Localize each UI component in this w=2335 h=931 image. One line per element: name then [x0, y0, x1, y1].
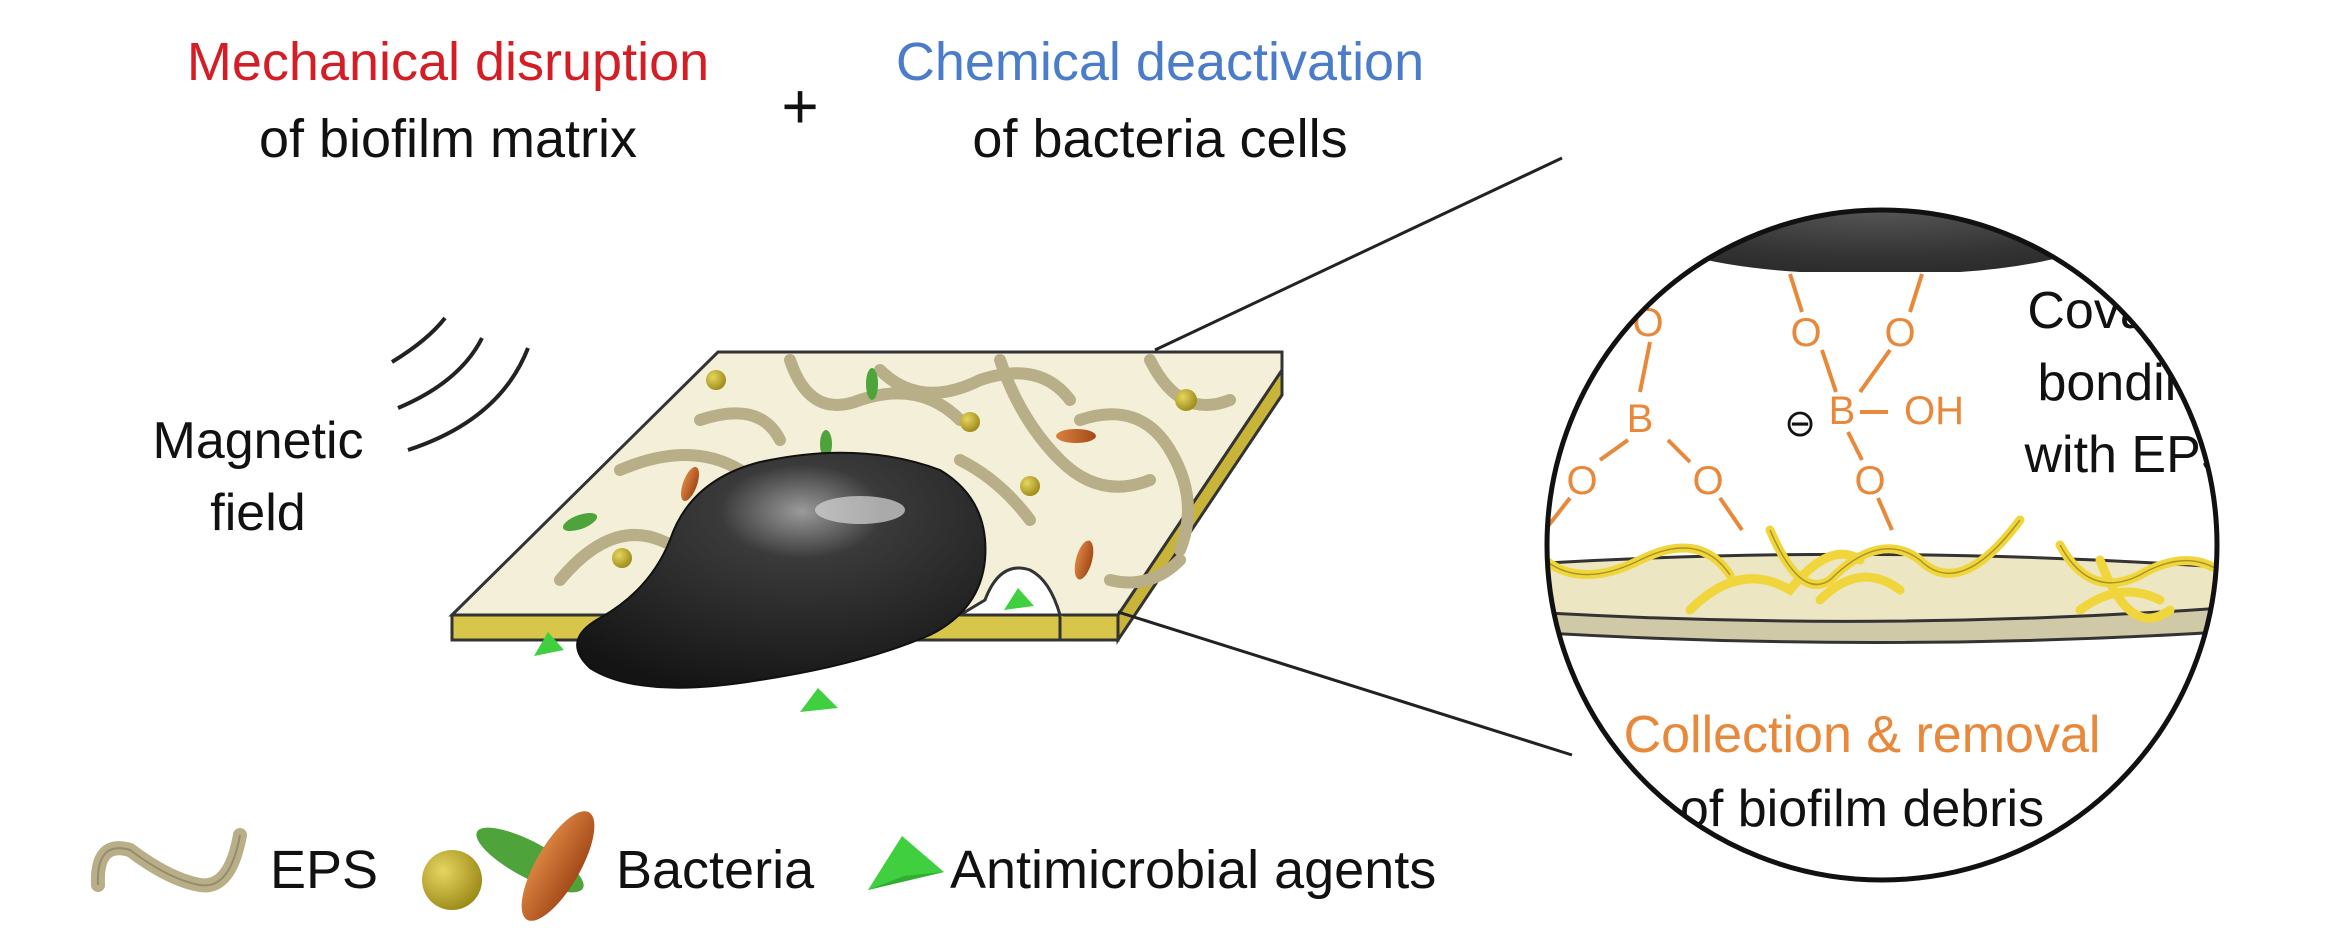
bacteria-cells-subtitle: of bacteria cells [972, 109, 1347, 169]
zoom-line-bottom [1117, 610, 1573, 757]
magnetic-field: Magnetic field [153, 316, 530, 542]
oxygen-atom: O [1566, 459, 1597, 503]
plus-sign: + [781, 70, 818, 142]
bonding-label: bonding [2037, 354, 2222, 412]
field-wave-icon [407, 347, 530, 452]
robot-label: Antibiofilm robot [1672, 107, 2045, 165]
orange-bacterium [1074, 540, 1094, 580]
inset-circle: O B O O O O B OH O ⊖ Antibiofilm robot C… [1544, 107, 2236, 883]
chemical-deactivation-title: Chemical deactivation [896, 32, 1424, 92]
eps-fibers-outline [1547, 519, 2217, 609]
field-label: field [210, 484, 305, 542]
slab-bacteria [562, 368, 1197, 580]
yellow-bacterium [1020, 476, 1040, 496]
green-bacterium [562, 512, 598, 532]
zoom-line-top [1154, 156, 1563, 352]
field-wave-icon [390, 316, 447, 364]
oxygen-atom: O [1692, 459, 1723, 503]
biofilm-slab [448, 350, 1284, 712]
antimicrobial-agent-icon [534, 632, 564, 656]
hydroxyl-group: OH [1904, 389, 1964, 433]
antimicrobial-agent-icon [800, 688, 838, 712]
green-bacterium [820, 430, 832, 458]
antimicrobial-agent-icon [1004, 588, 1034, 610]
oxygen-atom: O [1854, 459, 1885, 503]
legend: EPS Bacteria Antimicrobial agents [90, 811, 1436, 921]
yellow-bacterium [706, 370, 726, 390]
oxygen-atom: O [1790, 311, 1821, 355]
inset-border [1544, 207, 2220, 883]
eps-legend-icon [90, 828, 247, 893]
covalent-label: Covalent [2027, 282, 2233, 340]
yellow-bacterium [612, 548, 632, 568]
orange-bacterium-legend-icon [521, 811, 595, 921]
boron-atom: B [1829, 389, 1856, 433]
orange-bacterium [1056, 429, 1096, 443]
antimicrobial-agent-legend-icon [868, 836, 944, 890]
field-wave-icon [397, 337, 484, 410]
orange-bacterium [680, 466, 700, 502]
mechanical-disruption-title: Mechanical disruption [187, 32, 709, 92]
headline: Mechanical disruption of biofilm matrix … [187, 32, 1424, 169]
biofilm-debris-label: of biofilm debris [1680, 780, 2044, 838]
with-eps-label: with EPS [2024, 426, 2236, 484]
antimicrobial-legend-label: Antimicrobial agents [950, 840, 1436, 900]
yellow-bacterium [1175, 389, 1197, 411]
magnetic-label: Magnetic [153, 412, 364, 470]
collection-removal-label: Collection & removal [1624, 706, 2101, 764]
robot-highlight [815, 496, 905, 524]
negative-charge-icon: ⊖ [1784, 403, 1816, 445]
slab-cavity [1058, 615, 1118, 642]
biofilm-matrix-subtitle: of biofilm matrix [259, 109, 637, 169]
eps-legend-label: EPS [270, 840, 378, 900]
green-bacterium [866, 368, 878, 400]
boron-atom: B [1627, 397, 1654, 441]
debris-platform [1547, 552, 2217, 623]
yellow-bacterium-legend-icon [422, 850, 482, 910]
boronate-atoms: O B O O O O B OH O ⊖ [1566, 301, 1964, 503]
robot-cap [1547, 210, 2217, 272]
yellow-bacterium [960, 412, 980, 432]
bacteria-legend-label: Bacteria [616, 840, 815, 900]
oxygen-atom: O [1884, 311, 1915, 355]
